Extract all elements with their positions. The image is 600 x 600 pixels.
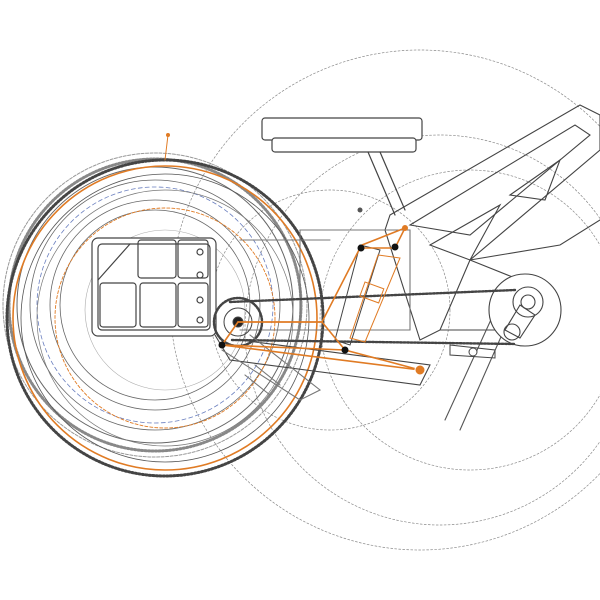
seat: [261, 117, 423, 216]
swingarm: [214, 334, 431, 401]
chain: [228, 288, 517, 346]
pivot-points: [218, 207, 399, 354]
suspension-linkage: [221, 225, 426, 376]
rear-wheel-alt-position: [5, 133, 325, 478]
battery-box: [91, 237, 217, 337]
footpeg: [449, 344, 496, 359]
motor-pulley: [488, 273, 562, 347]
